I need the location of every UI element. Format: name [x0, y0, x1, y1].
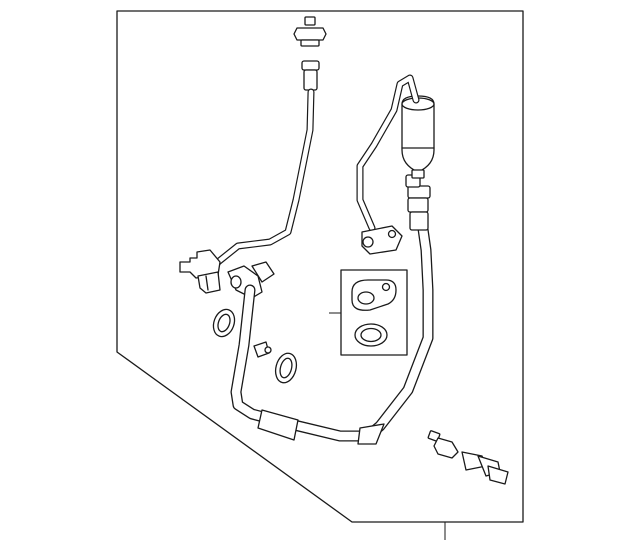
o-ring-lower	[274, 352, 298, 384]
discharge-pipe	[356, 74, 420, 255]
gasket-kit	[329, 269, 408, 356]
service-port-stub	[253, 341, 272, 358]
manifold-block	[179, 249, 221, 294]
schrader-valve	[427, 430, 459, 459]
suction-pipe-fitting	[301, 60, 320, 91]
border-panel	[116, 10, 524, 523]
suction-pipe	[208, 88, 315, 276]
charge-valve	[461, 451, 509, 485]
muffler	[401, 95, 435, 179]
pressure-switch	[293, 16, 327, 47]
o-ring-left	[212, 308, 236, 338]
